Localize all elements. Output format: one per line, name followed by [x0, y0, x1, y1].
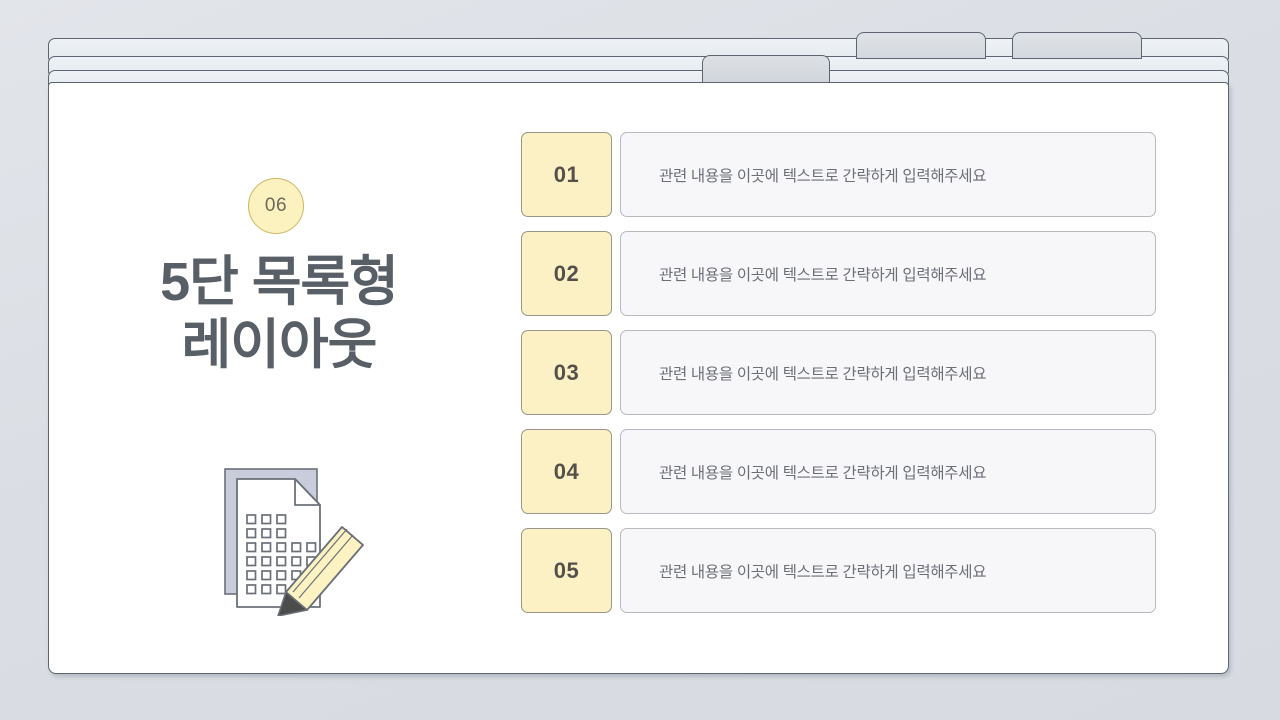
- slide-list-column: 01 관련 내용을 이곳에 텍스트로 간략하게 입력해주세요 02 관련 내용을…: [509, 83, 1228, 673]
- list-item[interactable]: 04 관련 내용을 이곳에 텍스트로 간략하게 입력해주세요: [521, 429, 1156, 514]
- list-item[interactable]: 02 관련 내용을 이곳에 텍스트로 간략하게 입력해주세요: [521, 231, 1156, 316]
- list-item-number: 04: [521, 429, 612, 514]
- section-number-badge-label: 06: [264, 195, 288, 216]
- list-item-number: 03: [521, 330, 612, 415]
- list-item-text[interactable]: 관련 내용을 이곳에 텍스트로 간략하게 입력해주세요: [620, 330, 1156, 415]
- slide-canvas: 06 5단 목록형 레이아웃: [48, 82, 1229, 674]
- numbered-list: 01 관련 내용을 이곳에 텍스트로 간략하게 입력해주세요 02 관련 내용을…: [521, 132, 1156, 613]
- slide-title: 5단 목록형 레이아웃: [160, 252, 399, 375]
- list-item[interactable]: 05 관련 내용을 이곳에 텍스트로 간략하게 입력해주세요: [521, 528, 1156, 613]
- list-item-text[interactable]: 관련 내용을 이곳에 텍스트로 간략하게 입력해주세요: [620, 132, 1156, 217]
- pencil-icon: [277, 526, 364, 617]
- section-number-badge: 06: [248, 178, 304, 234]
- list-item[interactable]: 01 관련 내용을 이곳에 텍스트로 간략하게 입력해주세요: [521, 132, 1156, 217]
- list-item-text[interactable]: 관련 내용을 이곳에 텍스트로 간략하게 입력해주세요: [620, 429, 1156, 514]
- document-with-pencil-illustration: [217, 461, 377, 617]
- window-tab-3[interactable]: [1012, 32, 1142, 59]
- presentation-app-window: 06 5단 목록형 레이아웃: [48, 32, 1229, 674]
- window-tab-2[interactable]: [856, 32, 986, 59]
- list-item-number: 01: [521, 132, 612, 217]
- list-item-text[interactable]: 관련 내용을 이곳에 텍스트로 간략하게 입력해주세요: [620, 231, 1156, 316]
- illustration-svg: [224, 468, 364, 617]
- slide-left-column: 06 5단 목록형 레이아웃: [49, 83, 509, 673]
- list-item-text[interactable]: 관련 내용을 이곳에 텍스트로 간략하게 입력해주세요: [620, 528, 1156, 613]
- slide-content: 06 5단 목록형 레이아웃: [49, 83, 1228, 673]
- list-item-number: 02: [521, 231, 612, 316]
- window-tab-active[interactable]: [702, 55, 830, 85]
- list-item[interactable]: 03 관련 내용을 이곳에 텍스트로 간략하게 입력해주세요: [521, 330, 1156, 415]
- list-item-number: 05: [521, 528, 612, 613]
